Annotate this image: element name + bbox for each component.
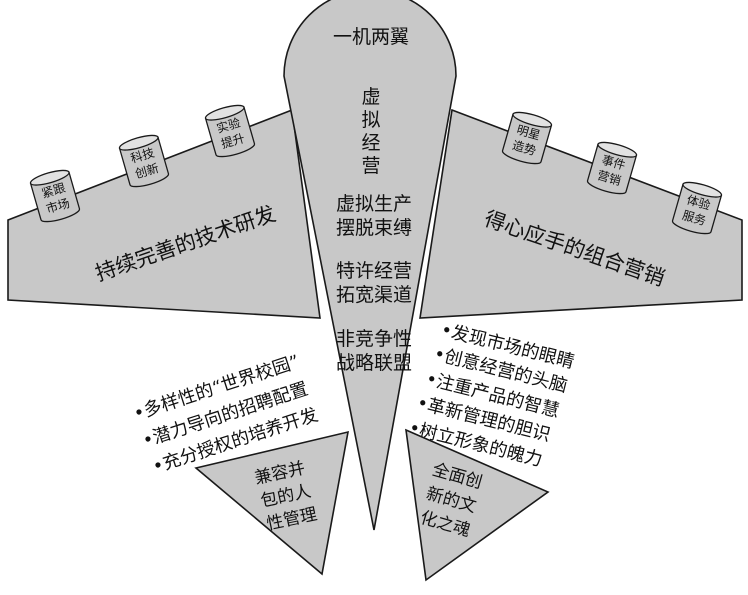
left-triangle: 兼容并 包的人 性管理 (194, 430, 350, 576)
left-wing-shape (7, 108, 321, 319)
center-label-alliance: 非竞争性 战略联盟 (336, 328, 412, 374)
center-title: 一机两翼 (333, 26, 409, 48)
center-label4-line: 非竞争性 (336, 328, 412, 350)
can-label-line: 造势 (511, 138, 538, 158)
center-teardrop-shape (283, 0, 457, 531)
center-label2-line: 摆脱束缚 (336, 217, 412, 239)
can-top (204, 104, 245, 121)
can-tech-innovation: 科技 创新 (118, 134, 170, 188)
can-top (118, 134, 159, 151)
center-label1-line: 经 (361, 132, 380, 154)
can-experience-service: 体验 服务 (671, 181, 723, 235)
left-triangle-shape (194, 430, 350, 576)
can-top (597, 141, 638, 158)
can-label-line: 提升 (219, 130, 246, 151)
center-label1-line: 拟 (361, 109, 380, 131)
left-wing: 持续完善的技术研发 (7, 108, 321, 319)
right-wing-cans: 明星 造势 事件 营销 体验 服务 (501, 111, 723, 235)
can-label-line: 紧跟 (40, 181, 67, 201)
can-experiment-improve: 实验 提升 (204, 104, 256, 158)
center-body: 一机两翼 虚 拟 经 营 虚拟生产 摆脱束缚 特许经营 拓宽渠道 非竞争性 战略… (283, 0, 457, 531)
right-wing-shape (419, 108, 743, 319)
center-label-virtual-production: 虚拟生产 摆脱束缚 (336, 193, 412, 239)
center-label1-line: 虚 (361, 86, 380, 108)
center-label-virtual-operation: 虚 拟 经 营 (361, 86, 380, 177)
right-wing: 得心应手的组合营销 (419, 108, 743, 319)
can-top (512, 111, 553, 128)
can-label-line: 体验 (685, 192, 712, 213)
can-follow-market: 紧跟 市场 (29, 169, 81, 223)
center-label-franchise: 特许经营 拓宽渠道 (336, 260, 412, 306)
can-top (682, 181, 723, 198)
center-label3-line: 特许经营 (336, 260, 412, 282)
can-event-marketing: 事件 营销 (586, 141, 638, 195)
can-label-line: 事件 (600, 153, 627, 173)
can-label-line: 市场 (44, 195, 71, 216)
center-label1-line: 营 (361, 155, 380, 177)
left-wing-cans: 紧跟 市场 科技 创新 实验 提升 (29, 104, 256, 223)
can-label-line: 实验 (215, 115, 242, 136)
can-top (29, 169, 70, 186)
can-label-line: 服务 (681, 207, 708, 228)
can-label-line: 营销 (596, 168, 623, 188)
right-triangle-shape (405, 428, 550, 582)
right-triangle: 全面创 新的文 化之魂 (405, 428, 550, 582)
can-star-promotion: 明星 造势 (501, 111, 553, 165)
center-label3-line: 拓宽渠道 (336, 284, 412, 306)
can-label-line: 创新 (133, 160, 160, 181)
center-label4-line: 战略联盟 (336, 352, 412, 374)
center-label2-line: 虚拟生产 (336, 193, 412, 215)
can-label-line: 科技 (129, 146, 156, 166)
can-label-line: 明星 (515, 123, 542, 143)
